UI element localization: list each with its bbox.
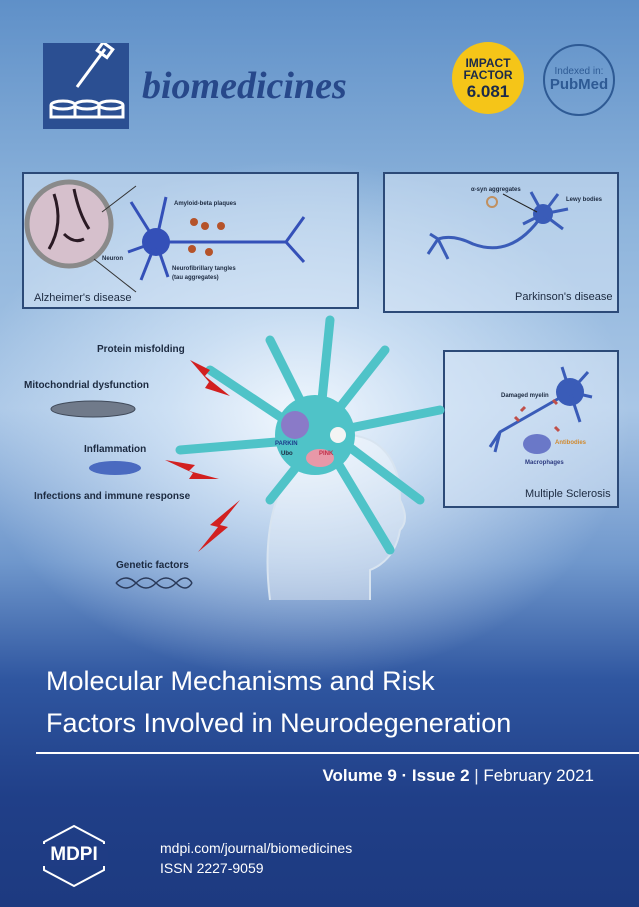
journal-logo-icon <box>43 40 129 129</box>
issue-info: Volume 9 · Issue 2 | February 2021 <box>322 766 594 785</box>
label-asyn: α-syn aggregates <box>471 187 521 193</box>
ms-illustration <box>488 366 593 454</box>
factor-protein-misfolding: Protein misfolding <box>97 344 185 355</box>
neuron-head-illustration <box>165 315 445 601</box>
cover-title: Molecular Mechanisms and Risk Factors In… <box>46 660 511 744</box>
issue-number: Issue 2 <box>411 766 470 785</box>
volume: Volume 9 <box>322 766 397 785</box>
publisher-info: mdpi.com/journal/biomedicines ISSN 2227-… <box>160 838 352 878</box>
label-parkin: PARKIN <box>275 441 298 447</box>
ms-panel: Damaged myelin Antibodies Macrophages Mu… <box>443 350 619 508</box>
issn: ISSN 2227-9059 <box>160 860 264 876</box>
impact-label-2: FACTOR <box>463 67 513 82</box>
mitochondrion-icon <box>50 400 136 418</box>
divider <box>36 752 639 754</box>
factor-infections: Infections and immune response <box>34 491 191 502</box>
alzheimer-illustration <box>24 179 306 293</box>
inflammation-cell-icon <box>89 461 141 475</box>
indexed-label: Indexed in: <box>554 66 604 78</box>
pubmed-badge: Indexed in: PubMed <box>543 44 615 116</box>
journal-url[interactable]: mdpi.com/journal/biomedicines <box>160 840 353 856</box>
dna-icon <box>115 577 193 589</box>
mdpi-logo: MDPI <box>40 824 108 888</box>
impact-label-1: IMPACT <box>465 55 511 70</box>
label-tangles: Neurofibrillary tangles <box>172 266 236 272</box>
issue-sep: · <box>396 766 412 785</box>
impact-value: 6.081 <box>466 81 510 101</box>
label-pink: PINK <box>319 451 334 457</box>
lightning-bolts <box>165 360 240 552</box>
label-myelin: Damaged myelin <box>501 393 549 399</box>
alzheimer-caption: Alzheimer's disease <box>34 292 132 304</box>
pubmed-label: PubMed <box>549 76 609 94</box>
title-line-1: Molecular Mechanisms and Risk <box>46 666 435 696</box>
ms-caption: Multiple Sclerosis <box>525 488 611 500</box>
parkinson-caption: Parkinson's disease <box>515 291 613 303</box>
journal-name: biomedicines <box>142 65 347 107</box>
factor-genetic: Genetic factors <box>116 560 189 571</box>
parkinson-panel: α-syn aggregates Lewy bodies Parkinson's… <box>383 172 619 313</box>
label-amyloid: Amyloid-beta plaques <box>174 201 237 207</box>
label-neuron: Neuron <box>102 256 123 262</box>
label-antibodies: Antibodies <box>555 440 586 446</box>
parkinson-illustration <box>426 191 569 260</box>
title-line-2: Factors Involved in Neurodegeneration <box>46 708 512 738</box>
mdpi-logo-text: MDPI <box>40 844 108 866</box>
alzheimer-panel: Amyloid-beta plaques Neuron Neurofibrill… <box>22 172 359 309</box>
impact-factor-badge: IMPACT FACTOR 6.081 <box>452 42 524 114</box>
factor-inflammation: Inflammation <box>84 444 147 455</box>
label-tau: (tau aggregates) <box>172 275 219 281</box>
label-macrophages: Macrophages <box>525 460 564 466</box>
factor-mitochondrial: Mitochondrial dysfunction <box>24 380 149 391</box>
label-ubo: Ubo <box>281 451 293 457</box>
issue-date: February 2021 <box>483 766 594 785</box>
label-lewy: Lewy bodies <box>566 197 603 203</box>
